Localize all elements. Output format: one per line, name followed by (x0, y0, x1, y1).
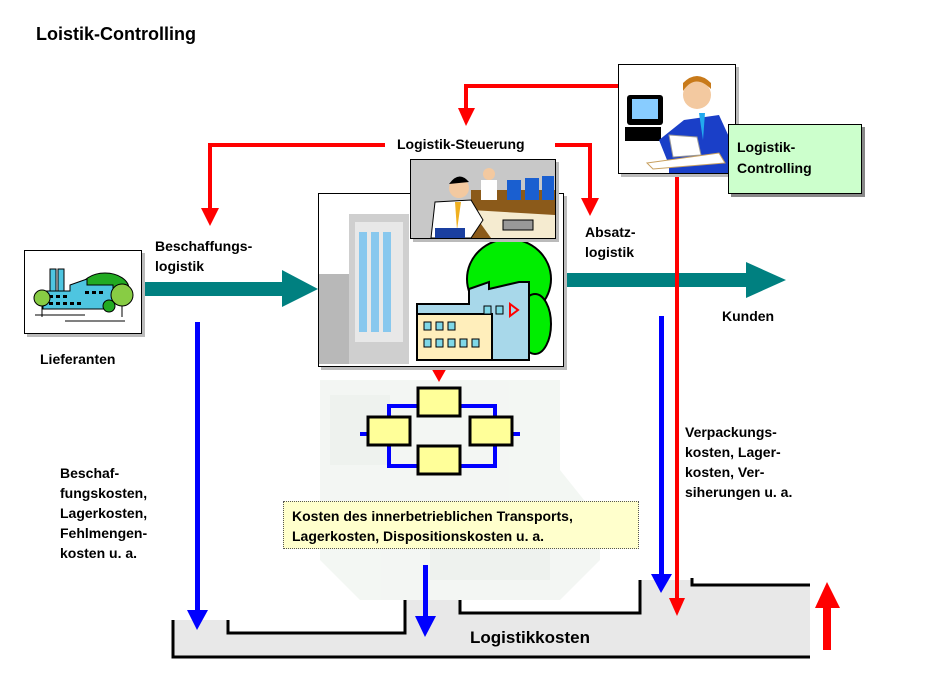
cost-arrow-absatz (651, 316, 672, 593)
dispatcher-on-phone-icon (411, 160, 555, 239)
supplier-image (24, 250, 142, 334)
arrowhead (458, 108, 475, 126)
material-flow-inbound-arrow (142, 270, 318, 307)
logistikkosten-label: Logistikkosten (470, 628, 590, 647)
module-box-top (416, 386, 462, 418)
company-buildings-icon (319, 214, 552, 364)
page-title: Loistik-Controlling (36, 24, 196, 44)
factory-icon (33, 268, 134, 322)
control-arrow-to-beschaffung (208, 143, 385, 210)
inner-costs-box: Kosten des innerbetrieblichen Transports… (283, 501, 639, 549)
beschaffungslogistik-label: Beschaffungs- logistik (155, 238, 253, 274)
absatz-costs-label: Verpackungs- kosten, Lager- kosten, Ver-… (685, 424, 793, 500)
dispatcher-image (410, 159, 556, 239)
kunden-label: Kunden (722, 308, 775, 324)
logistikkosten-base (171, 578, 810, 659)
absatzlogistik-label: Absatz- logistik (585, 224, 636, 260)
cost-arrow-beschaffung (187, 322, 208, 630)
controller-image (618, 64, 736, 174)
lieferanten-label: Lieferanten (40, 351, 116, 367)
logistik-controlling-box: Logistik- Controlling (728, 124, 862, 194)
logistik-steuerung-label: Logistik-Steuerung (397, 136, 525, 152)
arrowhead (201, 208, 219, 226)
cost-increase-arrow (815, 582, 840, 650)
feedback-arrow-costs-to-controlling (668, 148, 686, 616)
material-flow-outbound-arrow (562, 262, 786, 298)
arrowhead (581, 198, 599, 216)
module-box-right (468, 415, 514, 447)
cost-arrow-inner (415, 565, 436, 637)
module-box-bottom (416, 444, 462, 476)
control-arrow-to-absatz (555, 143, 592, 200)
module-box-left (366, 415, 412, 447)
control-arrow-controlling-to-steuerung (464, 84, 620, 110)
beschaffung-costs-label: Beschaf- fungskosten, Lagerkosten, Fehlm… (60, 465, 148, 561)
controller-at-computer-icon (625, 76, 735, 173)
logistics-modules-network (360, 386, 520, 476)
